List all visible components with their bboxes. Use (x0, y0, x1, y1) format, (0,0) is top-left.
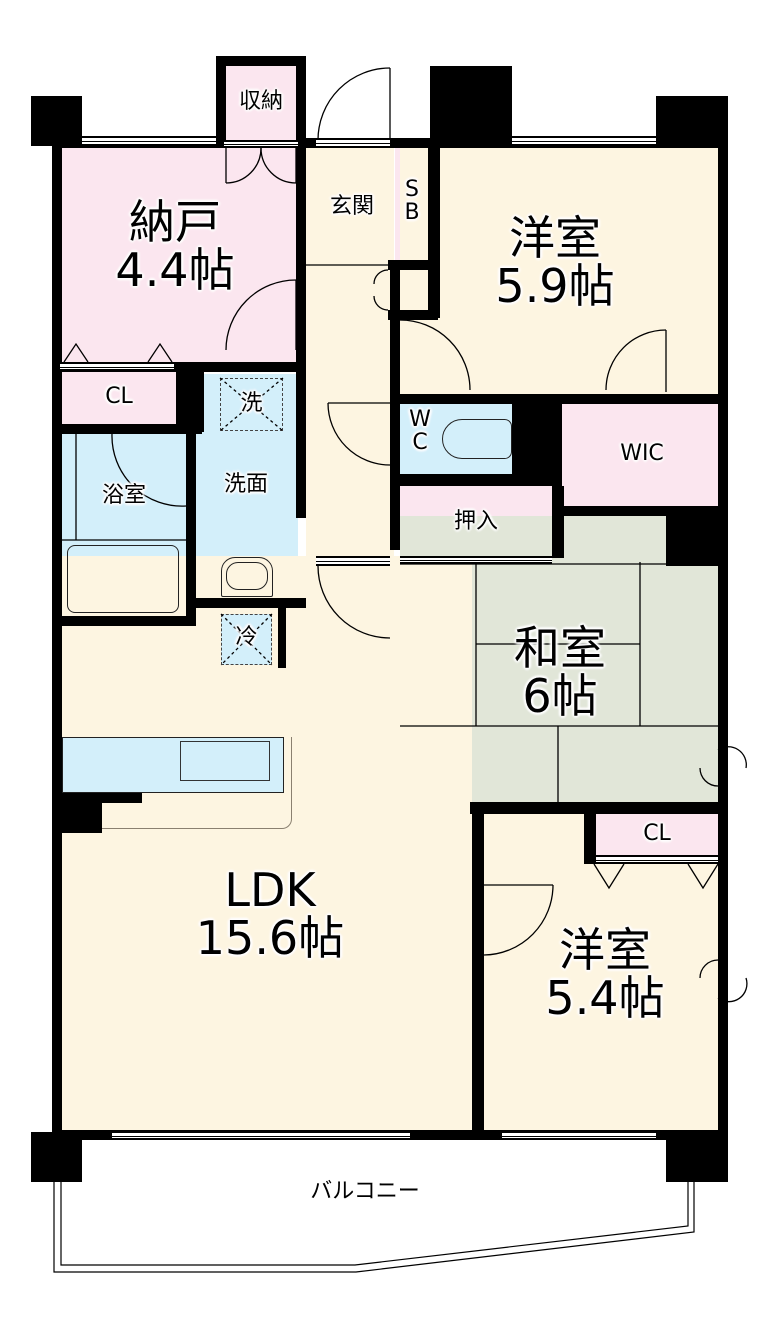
label-wc: W C (402, 408, 438, 454)
window-cl2-door (596, 855, 718, 864)
closet-1 (60, 370, 176, 424)
corner-pillar-top-left (31, 96, 82, 146)
wall-nando-right (296, 146, 306, 518)
label-wc-c: C (412, 430, 428, 456)
window-cl-door (60, 362, 174, 371)
wall-cl-right (176, 362, 204, 432)
bathtub (67, 545, 179, 613)
closet-2 (594, 814, 718, 856)
label-sb-s: S (405, 177, 419, 202)
label-western-2-name: 洋室 (559, 923, 651, 977)
ldk-door-opening (316, 556, 390, 566)
wall-right (718, 140, 728, 1136)
label-oshiire: 押入 (453, 509, 498, 534)
window-western-2 (502, 1131, 656, 1140)
window-shuno-door (224, 140, 298, 148)
label-ldk-name: LDK (224, 863, 316, 917)
label-washroom: 洗面 (223, 472, 268, 497)
wall-wash-bottom (186, 598, 306, 608)
wall-cl2-left (584, 812, 596, 864)
shuno-wall-right (296, 56, 306, 148)
wall-sb-mid (388, 260, 438, 270)
wall-western2-left (472, 802, 484, 1136)
wall-bath-right (186, 424, 196, 624)
label-nando: 納戸 4.4帖 (100, 198, 250, 295)
label-wic: WIC (620, 441, 664, 466)
toilet-bowl (442, 419, 512, 459)
ldk-corridor (306, 556, 390, 816)
pillar-top-mid (430, 66, 512, 148)
wall-bath-bottom (52, 616, 196, 626)
label-nando-size: 4.4帖 (115, 243, 235, 298)
label-genkan: 玄関 (329, 194, 374, 219)
label-western-1-name: 洋室 (509, 211, 601, 265)
window-oshiire-door (400, 556, 552, 564)
label-cl-1: CL (105, 384, 133, 409)
label-bathroom: 浴室 (101, 483, 146, 508)
wall-wic-bottom (552, 506, 728, 516)
wall-washitsu-bottom (470, 802, 728, 814)
window-western-1 (512, 136, 656, 146)
kitchen-sink (180, 741, 270, 781)
window-nando (82, 136, 216, 146)
label-japanese-room-size: 6帖 (522, 669, 598, 724)
entrance-door-opening (316, 138, 390, 148)
label-western-1: 洋室 5.9帖 (470, 214, 640, 311)
label-western-2-size: 5.4帖 (545, 971, 665, 1026)
washbasin (221, 557, 273, 597)
label-cl-2: CL (643, 821, 671, 846)
label-ldk: LDK 15.6帖 (150, 866, 390, 963)
label-balcony: バルコニー (310, 1179, 420, 1204)
pillar-wic (666, 506, 726, 566)
label-wc-w: W (409, 407, 431, 432)
window-ldk (112, 1131, 410, 1140)
label-western-2: 洋室 5.4帖 (520, 926, 690, 1023)
shuno-wall-top (216, 56, 306, 66)
wall-entrance-right (390, 260, 400, 550)
label-sb-b: B (404, 200, 420, 226)
label-nando-name: 納戸 (129, 195, 221, 249)
label-japanese-room-name: 和室 (514, 621, 606, 675)
label-ldk-size: 15.6帖 (195, 911, 345, 966)
wall-fridge-right (278, 598, 286, 668)
wall-left (52, 146, 62, 1136)
storage-top-shuno (224, 64, 298, 144)
counter-edge (100, 737, 292, 829)
wall-western1-bottom (390, 394, 728, 404)
pillar-bottom-left (31, 1132, 82, 1182)
label-fridge: 冷 (235, 625, 258, 650)
wall-kitchen-stub (52, 793, 142, 803)
label-shuno: 収納 (238, 89, 283, 114)
pillar-bottom-right (666, 1132, 728, 1182)
pillar-top-right (656, 96, 728, 148)
entrance-genkan (306, 146, 394, 556)
wall-sb-right (428, 146, 440, 318)
wall-toilet-right (512, 402, 562, 486)
wall-oshiire-right (552, 486, 564, 558)
label-japanese-room: 和室 6帖 (480, 624, 640, 721)
shuno-wall-left (216, 56, 226, 148)
washbasin-bowl (226, 562, 268, 590)
wall-cl-bottom (52, 424, 202, 434)
label-sb: S B (396, 178, 428, 224)
label-western-1-size: 5.9帖 (495, 259, 615, 314)
label-washer: 洗 (240, 391, 263, 416)
wall-sb-bottom (388, 310, 438, 320)
kitchen-counter (62, 737, 284, 793)
